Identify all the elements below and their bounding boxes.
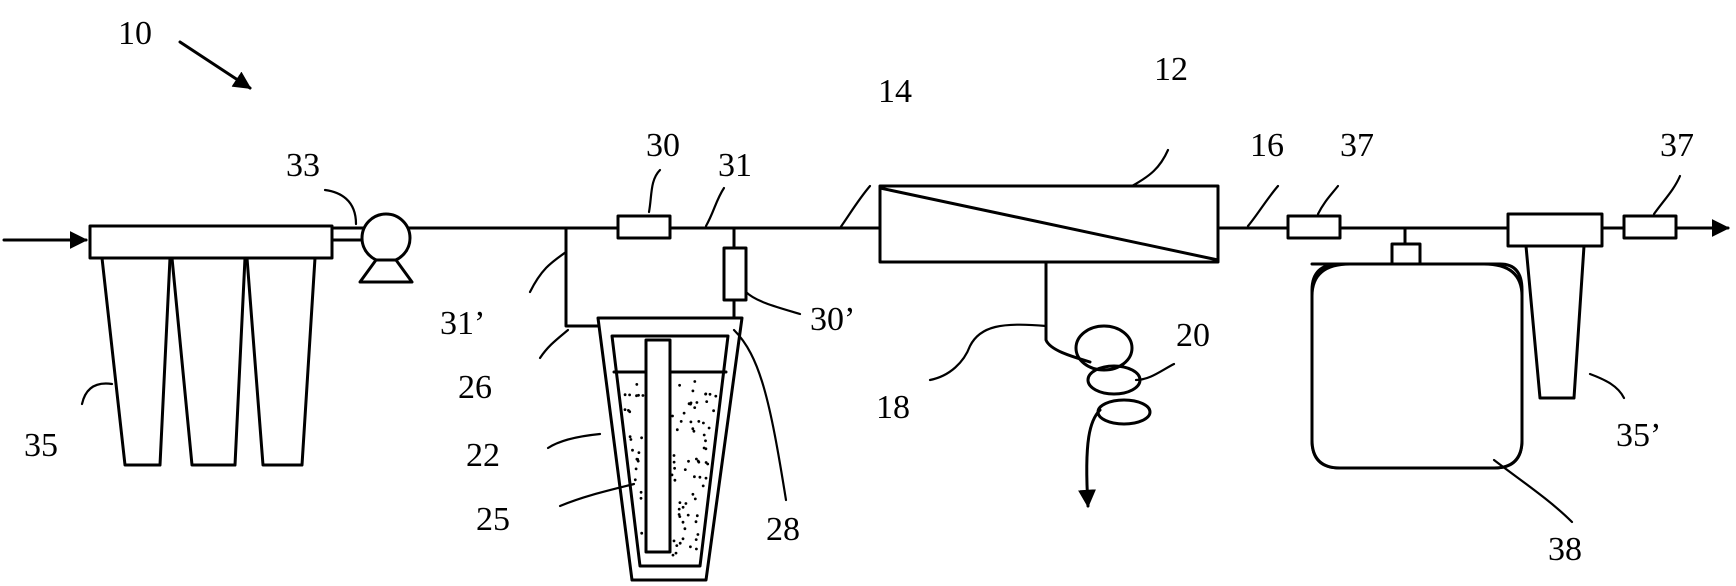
label-12: 12	[1154, 51, 1188, 88]
label-16: 16	[1250, 127, 1284, 164]
label-26: 26	[458, 369, 492, 406]
label-37b: 37	[1660, 127, 1694, 164]
label-20: 20	[1176, 317, 1210, 354]
label-30p: 30’	[810, 301, 855, 338]
label-38: 38	[1548, 531, 1582, 568]
drain-line	[1044, 260, 1152, 508]
prefilter-bank	[88, 224, 334, 467]
label-37a: 37	[1340, 127, 1374, 164]
label-28: 28	[766, 511, 800, 548]
label-35: 35	[24, 427, 58, 464]
label-31: 31	[718, 147, 752, 184]
label-35p: 35’	[1616, 417, 1661, 454]
valve-30	[616, 214, 672, 240]
dip-tube	[644, 338, 672, 554]
check-valve-37a	[1286, 214, 1342, 240]
system-arrow	[178, 40, 252, 90]
label-14: 14	[878, 73, 912, 110]
check-valve-37b	[1622, 214, 1678, 240]
treatment-vessel	[596, 316, 744, 582]
label-33: 33	[286, 147, 320, 184]
manifold-block	[564, 226, 736, 328]
label-22: 22	[466, 437, 500, 474]
media-25	[623, 380, 718, 557]
label-31p: 31’	[440, 305, 485, 342]
leader-lines	[80, 148, 1682, 524]
valve-30p	[722, 246, 748, 302]
pump-icon	[330, 212, 422, 284]
storage-tank-38	[1310, 226, 1524, 470]
label-18: 18	[876, 389, 910, 426]
label-10: 10	[118, 15, 152, 52]
label-30: 30	[646, 127, 680, 164]
label-25: 25	[476, 501, 510, 538]
membrane-module-12	[878, 184, 1220, 264]
post-filter-35p	[1506, 212, 1604, 400]
